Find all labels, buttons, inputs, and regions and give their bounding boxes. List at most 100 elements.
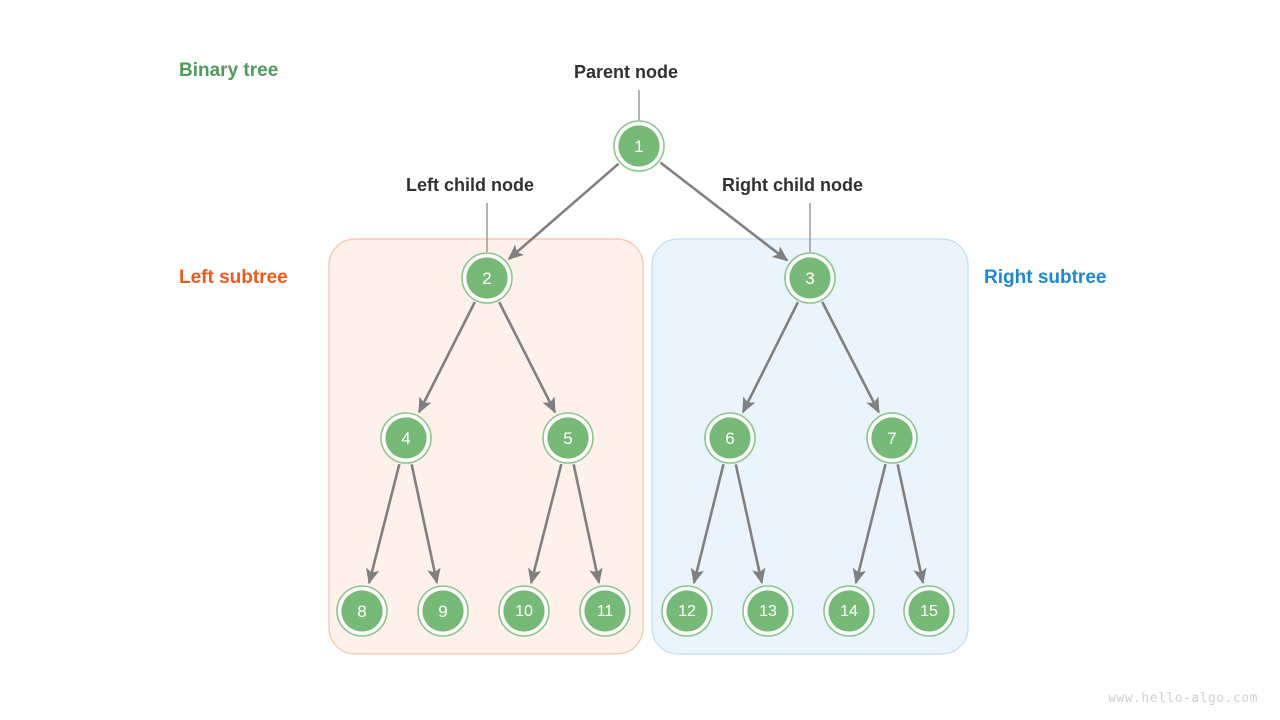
node-value-label: 10 xyxy=(515,603,533,620)
node-outer-ring xyxy=(613,120,665,172)
tree-node-3[interactable]: 3 xyxy=(784,252,836,304)
tree-edge-2-5 xyxy=(498,301,557,414)
node-inner-gap xyxy=(705,414,754,463)
node-inner-gap xyxy=(867,414,916,463)
node-inner-gap xyxy=(463,254,512,303)
node-disc xyxy=(466,257,508,299)
node-outer-ring xyxy=(903,585,955,637)
tree-node-12[interactable]: 12 xyxy=(661,585,713,637)
node-disc xyxy=(341,590,383,632)
node-value-label: 7 xyxy=(887,429,896,448)
node-disc xyxy=(789,257,831,299)
tree-edge-3-7 xyxy=(821,301,880,414)
tree-node-14[interactable]: 14 xyxy=(823,585,875,637)
node-disc xyxy=(618,125,660,167)
left-child-node-label: Left child node xyxy=(406,175,534,195)
node-inner-gap xyxy=(543,414,592,463)
node-disc xyxy=(666,590,708,632)
node-value-label: 4 xyxy=(401,429,410,448)
node-disc xyxy=(709,417,751,459)
watermark: www.hello-algo.com xyxy=(1108,691,1258,706)
tree-edge-7-14 xyxy=(852,463,887,585)
node-disc xyxy=(422,590,464,632)
node-value-label: 9 xyxy=(438,602,447,621)
node-outer-ring xyxy=(498,585,550,637)
left-subtree-label: Left subtree xyxy=(179,267,288,288)
node-inner-gap xyxy=(382,414,431,463)
tree-edges xyxy=(366,161,927,585)
tree-edge-7-15 xyxy=(896,464,927,585)
node-inner-gap xyxy=(785,254,834,303)
node-disc xyxy=(908,590,950,632)
node-outer-ring xyxy=(380,412,432,464)
node-outer-ring xyxy=(661,585,713,637)
node-inner-gap xyxy=(904,586,953,635)
node-inner-gap xyxy=(500,586,549,635)
right-subtree-label: Right subtree xyxy=(984,267,1107,288)
node-value-label: 6 xyxy=(725,429,734,448)
tree-edge-5-10 xyxy=(528,463,563,585)
node-disc xyxy=(584,590,626,632)
node-value-label: 12 xyxy=(678,603,696,620)
tree-edge-1-2 xyxy=(507,162,620,261)
node-value-label: 1 xyxy=(634,137,643,156)
node-outer-ring xyxy=(417,585,469,637)
node-outer-ring xyxy=(336,585,388,637)
left-subtree-box xyxy=(328,238,644,655)
node-value-label: 8 xyxy=(357,602,366,621)
node-outer-ring xyxy=(742,585,794,637)
label-pointers xyxy=(486,90,811,252)
node-value-label: 13 xyxy=(759,603,777,620)
tree-node-15[interactable]: 15 xyxy=(903,585,955,637)
node-inner-gap xyxy=(614,121,663,170)
tree-edge-4-9 xyxy=(410,464,441,585)
tree-edge-4-8 xyxy=(366,463,401,585)
node-inner-gap xyxy=(338,586,387,635)
tree-node-7[interactable]: 7 xyxy=(866,412,918,464)
node-outer-ring xyxy=(784,252,836,304)
tree-edge-6-12 xyxy=(690,463,725,585)
tree-node-13[interactable]: 13 xyxy=(742,585,794,637)
node-disc xyxy=(385,417,427,459)
tree-edge-3-6 xyxy=(741,301,800,414)
tree-edge-1-3 xyxy=(659,161,789,262)
tree-node-9[interactable]: 9 xyxy=(417,585,469,637)
node-value-label: 3 xyxy=(805,269,814,288)
tree-node-6[interactable]: 6 xyxy=(704,412,756,464)
node-disc xyxy=(747,590,789,632)
node-outer-ring xyxy=(579,585,631,637)
parent-node-label: Parent node xyxy=(574,62,679,82)
tree-node-2[interactable]: 2 xyxy=(461,252,513,304)
tree-node-1[interactable]: 1 xyxy=(613,120,665,172)
node-inner-gap xyxy=(824,586,873,635)
tree-edge-6-13 xyxy=(734,464,766,585)
node-inner-gap xyxy=(743,586,792,635)
node-disc xyxy=(547,417,589,459)
node-value-label: 15 xyxy=(920,603,938,620)
node-outer-ring xyxy=(866,412,918,464)
tree-node-11[interactable]: 11 xyxy=(579,585,631,637)
right-child-node-label: Right child node xyxy=(722,175,863,195)
diagram-title: Binary tree xyxy=(179,60,279,81)
node-inner-gap xyxy=(419,586,468,635)
tree-edge-5-11 xyxy=(572,464,603,585)
node-inner-gap xyxy=(662,586,711,635)
tree-node-10[interactable]: 10 xyxy=(498,585,550,637)
node-disc xyxy=(503,590,545,632)
node-outer-ring xyxy=(542,412,594,464)
tree-node-5[interactable]: 5 xyxy=(542,412,594,464)
tree-edge-2-4 xyxy=(417,301,476,414)
node-value-label: 5 xyxy=(563,429,572,448)
subtree-boxes xyxy=(328,238,969,655)
node-outer-ring xyxy=(823,585,875,637)
node-value-label: 2 xyxy=(482,269,491,288)
node-outer-ring xyxy=(461,252,513,304)
node-outer-ring xyxy=(704,412,756,464)
node-value-label: 14 xyxy=(840,603,858,620)
tree-node-4[interactable]: 4 xyxy=(380,412,432,464)
tree-node-8[interactable]: 8 xyxy=(336,585,388,637)
node-disc xyxy=(871,417,913,459)
